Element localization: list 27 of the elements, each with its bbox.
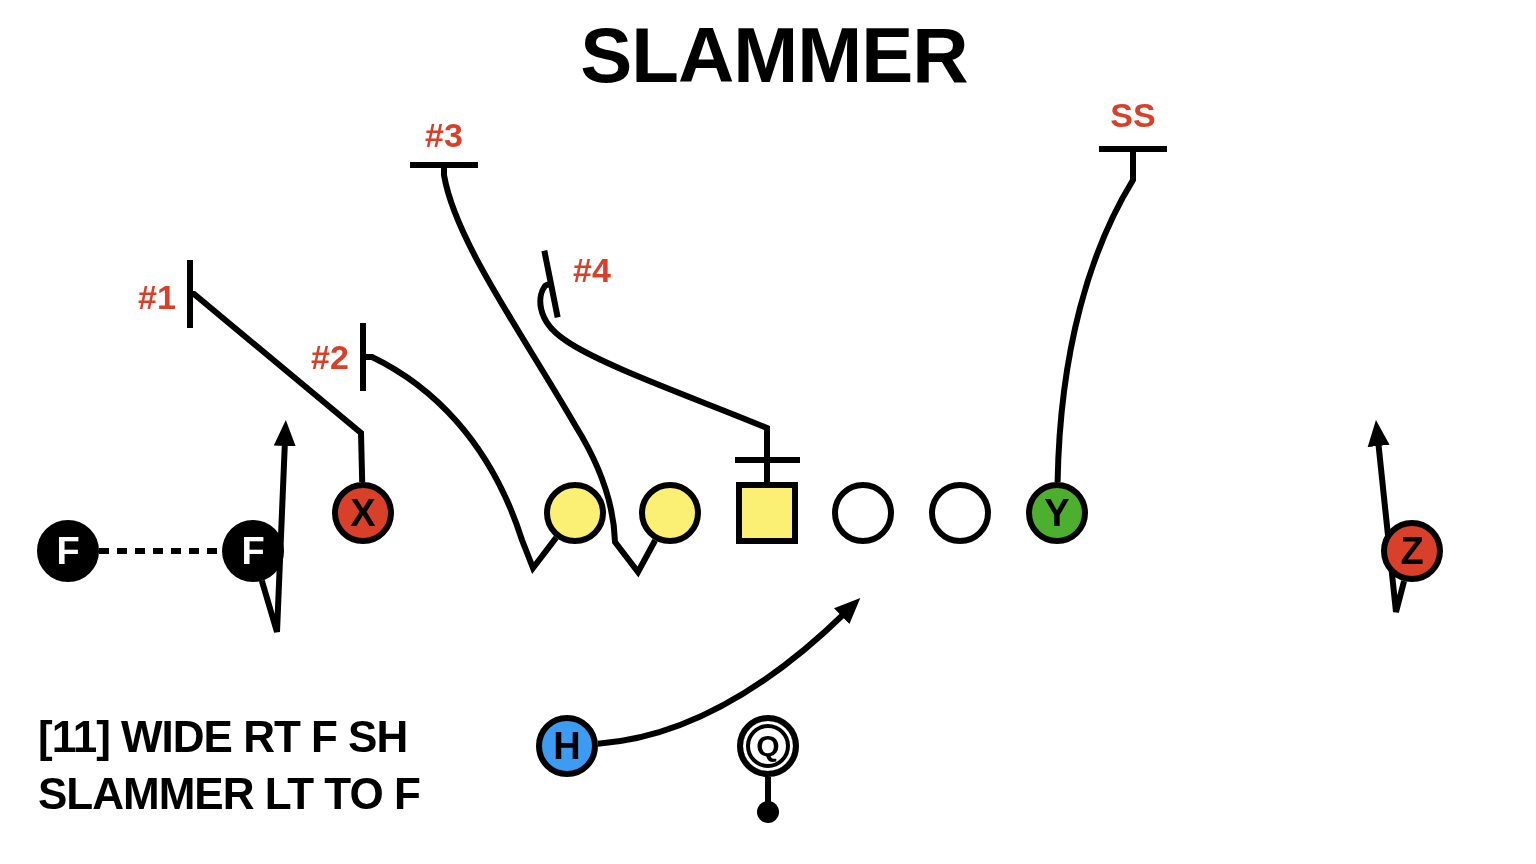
play-call-text: [11] WIDE RT F SH (38, 712, 408, 762)
player-circle (544, 482, 606, 544)
position-letter: F (241, 532, 265, 570)
defender-label: #4 (573, 250, 611, 290)
defender-label: #3 (425, 115, 463, 155)
play-title: SLAMMER (579, 11, 968, 99)
route-arrow (597, 598, 861, 747)
position-letter: Q (756, 731, 780, 761)
block-route (187, 257, 366, 483)
block-route (1054, 146, 1170, 483)
position-letter: F (56, 532, 80, 570)
defender-label: SS (1110, 95, 1156, 135)
block-route (407, 162, 658, 575)
position-letter: Y (1044, 494, 1070, 532)
drop-line (757, 777, 779, 823)
block-route (537, 247, 770, 482)
player-circle (1381, 520, 1443, 582)
position-letter: X (350, 494, 376, 532)
position-letter: H (553, 727, 581, 765)
play-call-text: SLAMMER LT TO F (38, 769, 420, 819)
defender-label: #1 (138, 277, 176, 317)
block-route (360, 320, 559, 571)
player-circle (222, 520, 284, 582)
center-square (736, 482, 798, 544)
position-letter: Z (1400, 532, 1424, 570)
defender-label: #2 (311, 337, 349, 377)
route-arrow (258, 420, 296, 635)
